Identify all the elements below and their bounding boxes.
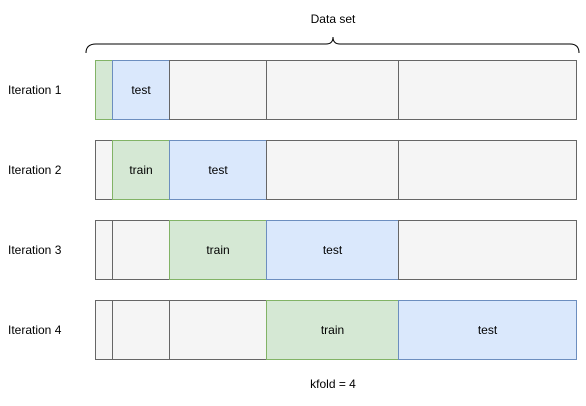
fold-cell-gray xyxy=(266,60,399,120)
iteration-label: Iteration 2 xyxy=(8,163,62,177)
iteration-label: Iteration 3 xyxy=(8,243,62,257)
fold-cell-gray xyxy=(112,300,170,360)
fold-cell-gray xyxy=(398,60,577,120)
fold-cell-gray xyxy=(112,220,170,280)
fold-cell-gray xyxy=(398,220,577,280)
fold-cell-label: test xyxy=(208,163,228,177)
fold-cell-gray xyxy=(169,60,267,120)
fold-cell-blue: test xyxy=(112,60,170,120)
fold-cell-gray xyxy=(398,140,577,200)
iteration-label: Iteration 4 xyxy=(8,323,62,337)
fold-cell-label: test xyxy=(322,243,343,257)
fold-cell-green: train xyxy=(112,140,170,200)
iteration-label: Iteration 1 xyxy=(8,83,62,97)
dataset-brace xyxy=(85,36,580,54)
fold-cell-green: train xyxy=(169,220,267,280)
fold-cell-label: train xyxy=(129,163,153,177)
fold-cell-label: test xyxy=(477,323,498,337)
kfold-label: kfold = 4 xyxy=(310,377,356,391)
fold-cell-green xyxy=(95,60,113,120)
fold-cell-label: train xyxy=(206,243,230,257)
fold-cell-blue: test xyxy=(169,140,267,200)
fold-cell-gray xyxy=(266,140,399,200)
fold-cell-blue: test xyxy=(398,300,577,360)
fold-cell-gray xyxy=(95,300,113,360)
fold-cell-label: train xyxy=(320,323,345,337)
fold-cell-label: test xyxy=(131,83,151,97)
fold-cell-blue: test xyxy=(266,220,399,280)
fold-cell-gray xyxy=(95,140,113,200)
fold-cell-gray xyxy=(169,300,267,360)
fold-cell-gray xyxy=(95,220,113,280)
diagram-title: Data set xyxy=(310,12,356,26)
fold-cell-green: train xyxy=(266,300,399,360)
